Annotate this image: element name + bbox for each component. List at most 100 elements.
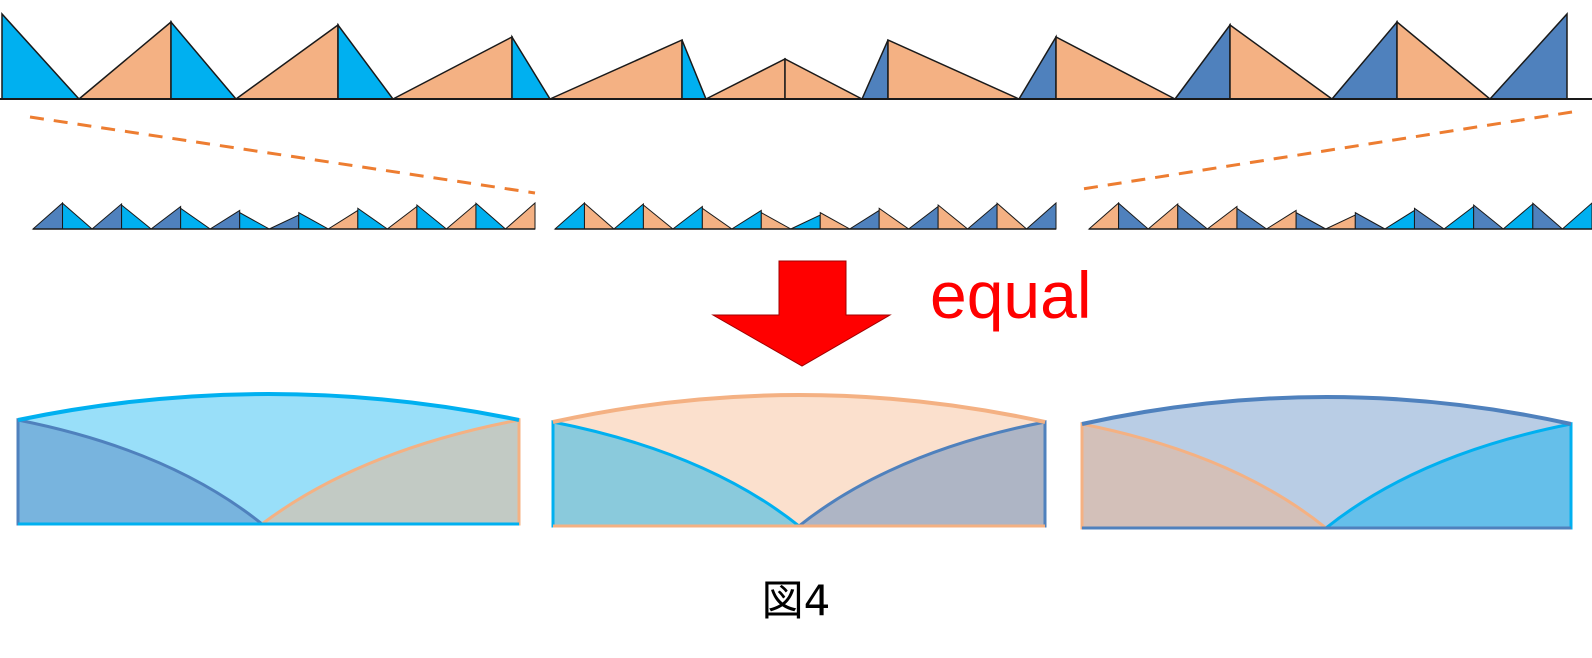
figure-caption: 図4 [761, 576, 831, 625]
top-triangle-right-5 [784, 57, 863, 100]
top-triangle-right-3 [511, 34, 552, 100]
top-triangle-right-7 [1055, 35, 1176, 100]
top-triangle-right-4 [681, 39, 708, 100]
mini-triangle-middle-2 [612, 202, 644, 230]
mini-triangle-right-7 [1295, 211, 1326, 230]
mini-triangle-left-2 [90, 202, 123, 230]
result-panel-blue-panel [1080, 395, 1573, 530]
top-triangle-edge-0 [1, 12, 81, 100]
top-triangle-left-9 [1330, 19, 1398, 100]
mini-triangle-middle-12 [907, 205, 939, 230]
mini-triangle-right-9 [1354, 211, 1386, 230]
top-triangle-left-1 [76, 20, 172, 100]
mini-triangle-right-1 [1118, 202, 1150, 230]
mini-triangle-right-2 [1146, 202, 1179, 230]
mini-triangle-left-12 [385, 205, 418, 230]
mini-triangle-left-14 [445, 202, 477, 230]
mini-triangle-middle-8 [790, 214, 821, 230]
mini-strip-right [1087, 201, 1592, 230]
mini-triangle-left-13 [416, 203, 448, 230]
panel-right-region-2 [1321, 422, 1573, 530]
mini-triangle-strips [31, 201, 1592, 230]
panel-left-region-0 [16, 418, 267, 526]
mini-triangle-middle-5 [701, 207, 734, 230]
mini-triangle-middle-0 [553, 201, 585, 230]
mini-triangle-right-4 [1205, 205, 1238, 230]
mini-triangle-left-10 [326, 209, 359, 230]
equal-label: equal [930, 258, 1092, 332]
panel-right-region-1 [794, 420, 1047, 528]
mini-triangle-right-0 [1087, 201, 1120, 230]
mini-triangle-left-0 [31, 201, 64, 230]
result-panel-cyan-panel [16, 392, 521, 526]
result-panels [16, 392, 1573, 530]
top-triangle-right-8 [1229, 23, 1335, 100]
mini-triangle-right-13 [1473, 203, 1505, 230]
mini-triangle-left-1 [62, 202, 94, 230]
mini-strip-middle [553, 201, 1057, 230]
mini-triangle-middle-6 [730, 209, 762, 230]
mini-triangle-right-10 [1383, 209, 1415, 230]
mini-triangle-right-15 [1532, 202, 1564, 230]
top-triangle-left-10 [1488, 12, 1568, 100]
top-triangle-left-6 [860, 39, 889, 100]
top-triangle-right-6 [887, 38, 1020, 100]
mini-triangle-left-7 [239, 211, 272, 230]
mini-triangle-right-5 [1236, 207, 1269, 230]
mini-triangle-middle-15 [996, 202, 1028, 230]
top-triangle-left-8 [1173, 22, 1231, 100]
mini-triangle-middle-10 [847, 209, 880, 230]
mini-triangle-right-14 [1501, 202, 1534, 230]
panel-left-region-2 [1080, 422, 1331, 530]
mini-triangle-middle-13 [937, 203, 969, 230]
mini-triangle-right-11 [1413, 207, 1446, 230]
mini-triangle-right-6 [1264, 209, 1297, 230]
top-triangle-right-1 [170, 19, 238, 100]
top-triangle-left-5 [705, 57, 786, 100]
zoom-dashed-lines [29, 110, 1573, 195]
down-arrow-shape [711, 260, 892, 367]
top-triangle-left-3 [392, 35, 513, 100]
mini-triangle-middle-9 [819, 211, 852, 230]
panel-right-region-0 [257, 418, 521, 526]
top-triangle-right-9 [1396, 20, 1493, 100]
mini-triangle-left-5 [180, 207, 212, 230]
mini-triangle-left-4 [149, 205, 182, 230]
panel-top-arc-0 [17, 392, 520, 422]
mini-triangle-right-8 [1325, 214, 1356, 230]
top-triangle-strip [0, 12, 1592, 100]
mini-triangle-middle-3 [642, 203, 675, 230]
panel-top-arc-1 [552, 393, 1046, 424]
dashed-line-left [29, 115, 536, 195]
panel-top-fill-1 [553, 395, 1045, 526]
top-triangle-right-2 [337, 22, 395, 100]
mini-triangle-left-15 [475, 202, 507, 230]
mini-triangle-middle-14 [966, 202, 998, 230]
mini-triangle-left-11 [357, 207, 389, 230]
panel-top-fill-2 [1082, 397, 1571, 528]
mini-triangle-middle-7 [760, 211, 793, 230]
mini-triangle-left-3 [121, 203, 153, 230]
mini-triangle-right-16 [1561, 202, 1592, 230]
mini-triangle-right-12 [1442, 205, 1475, 230]
mini-triangle-left-16 [504, 201, 536, 230]
result-panel-orange-panel [551, 393, 1047, 528]
top-triangle-left-4 [549, 38, 683, 100]
mini-triangle-left-9 [298, 211, 331, 230]
down-arrow-icon [711, 260, 892, 367]
mini-triangle-left-6 [208, 209, 241, 230]
mini-triangle-right-3 [1177, 203, 1209, 230]
mini-triangle-middle-11 [878, 207, 911, 230]
mini-triangle-middle-4 [671, 205, 703, 230]
dashed-line-right [1075, 110, 1573, 192]
top-triangle-left-7 [1017, 34, 1057, 100]
panel-left-region-1 [551, 420, 804, 528]
mini-strip-left [31, 201, 536, 230]
mini-triangle-left-8 [269, 214, 300, 230]
panel-top-arc-2 [1081, 395, 1572, 426]
panel-top-fill-0 [18, 394, 519, 524]
mini-triangle-middle-16 [1025, 201, 1057, 230]
mini-triangle-middle-1 [583, 202, 616, 230]
top-triangle-left-2 [233, 23, 339, 100]
